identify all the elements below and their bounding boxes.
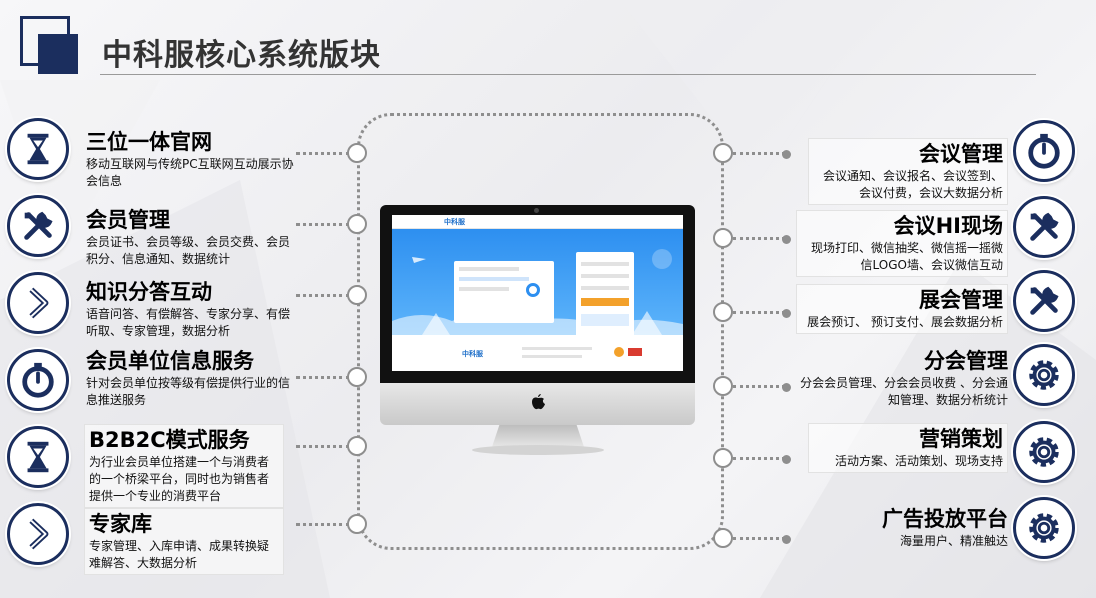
- feature-desc: 展会预订、 预订支付、展会数据分析: [807, 315, 1003, 329]
- feature-title: 广告投放平台: [882, 507, 1008, 531]
- title-divider: [100, 74, 1036, 75]
- feature-member-info-service: 会员单位信息服务 针对会员单位按等级有偿提供行业的信息推送服务: [86, 348, 301, 409]
- monitor-screen: 中科服: [392, 215, 683, 371]
- feature-branch-management: 分会管理 分会会员管理、分会会员收费 、分会通知管理、数据分析统计: [796, 348, 1008, 409]
- feature-exhibition-management: 展会管理 展会预订、 预订支付、展会数据分析: [796, 284, 1008, 334]
- feature-desc: 移动互联网与传统PC互联网互动展示协会信息: [86, 157, 294, 188]
- hourglass-icon: [7, 426, 69, 488]
- screen-footer: 中科服: [392, 335, 683, 371]
- chevron-right-icon: [7, 272, 69, 334]
- feature-meeting-management: 会议管理 会议通知、会议报名、会议签到、会议付费，会议大数据分析: [808, 138, 1008, 205]
- tools-icon: [7, 195, 69, 257]
- monitor-base: [472, 445, 604, 455]
- monitor-mockup: 中科服: [380, 205, 695, 455]
- feature-desc: 分会会员管理、分会会员收费 、分会通知管理、数据分析统计: [800, 376, 1008, 407]
- feature-title: 专家库: [89, 512, 152, 536]
- feature-knowledge-qa: 知识分答互动 语音问答、有偿解答、专家分享、有偿听取、专家管理，数据分析: [86, 279, 301, 340]
- monitor-neck: [492, 425, 584, 447]
- logo-mark: [20, 16, 78, 76]
- feature-title: 会议管理: [919, 142, 1003, 166]
- page-title: 中科服核心系统版块: [102, 38, 381, 73]
- feature-desc: 会议通知、会议报名、会议签到、会议付费，会议大数据分析: [822, 169, 1003, 200]
- feature-title: 三位一体官网: [86, 130, 212, 154]
- screen-brand: 中科服: [444, 217, 465, 226]
- apple-logo-icon: [532, 394, 545, 410]
- feature-title: B2B2C模式服务: [89, 428, 250, 452]
- tools-icon: [1013, 270, 1075, 332]
- stopwatch-icon: [7, 349, 69, 411]
- feature-ad-platform: 广告投放平台 海量用户、精准触达: [808, 506, 1008, 550]
- screen-topbar: 中科服: [392, 215, 683, 229]
- feature-expert-pool: 专家库 专家管理、入库申请、成果转换疑难解答、大数据分析: [84, 508, 284, 575]
- feature-desc: 针对会员单位按等级有偿提供行业的信息推送服务: [86, 376, 291, 407]
- feature-official-site: 三位一体官网 移动互联网与传统PC互联网互动展示协会信息: [86, 129, 301, 190]
- feature-title: 会员单位信息服务: [86, 349, 254, 373]
- gear-icon: [1013, 497, 1075, 559]
- feature-title: 展会管理: [919, 288, 1003, 312]
- feature-desc: 为行业会员单位搭建一个与消费者的一个桥梁平台，同时也为销售者提供一个专业的消费平…: [89, 455, 270, 503]
- camera-dot: [534, 208, 539, 213]
- tools-icon: [1013, 196, 1075, 258]
- feature-b2b2c: B2B2C模式服务 为行业会员单位搭建一个与消费者的一个桥梁平台，同时也为销售者…: [84, 424, 284, 508]
- stopwatch-icon: [1013, 120, 1075, 182]
- gear-icon: [1013, 344, 1075, 406]
- screen-hero: [392, 229, 683, 346]
- feature-marketing-planning: 营销策划 活动方案、活动策划、现场支持: [808, 423, 1008, 473]
- feature-title: 分会管理: [924, 349, 1008, 373]
- gear-icon: [1013, 421, 1075, 483]
- feature-title: 会员管理: [86, 208, 170, 232]
- feature-desc: 语音问答、有偿解答、专家分享、有偿听取、专家管理，数据分析: [86, 307, 291, 338]
- feature-title: 营销策划: [919, 427, 1003, 451]
- feature-title: 会议HI现场: [893, 214, 1003, 238]
- dotted-frame: [357, 113, 724, 550]
- feature-desc: 专家管理、入库申请、成果转换疑难解答、大数据分析: [89, 539, 270, 570]
- screen-dashboard-card: [454, 261, 554, 323]
- chevron-right-icon: [7, 503, 69, 565]
- feature-desc: 活动方案、活动策划、现场支持: [834, 454, 1003, 468]
- feature-member-management: 会员管理 会员证书、会员等级、会员交费、会员积分、信息通知、数据统计: [86, 207, 301, 268]
- feature-desc: 海量用户、精准触达: [899, 534, 1008, 548]
- screen-login-panel: [576, 252, 634, 346]
- feature-title: 知识分答互动: [86, 280, 212, 304]
- screen-footer-brand: 中科服: [462, 350, 483, 358]
- hourglass-icon: [7, 118, 69, 180]
- feature-desc: 现场打印、微信抽奖、微信摇一摇微信LOGO墙、会议微信互动: [810, 241, 1003, 272]
- feature-meeting-hi-live: 会议HI现场 现场打印、微信抽奖、微信摇一摇微信LOGO墙、会议微信互动: [796, 210, 1008, 277]
- feature-desc: 会员证书、会员等级、会员交费、会员积分、信息通知、数据统计: [86, 235, 291, 266]
